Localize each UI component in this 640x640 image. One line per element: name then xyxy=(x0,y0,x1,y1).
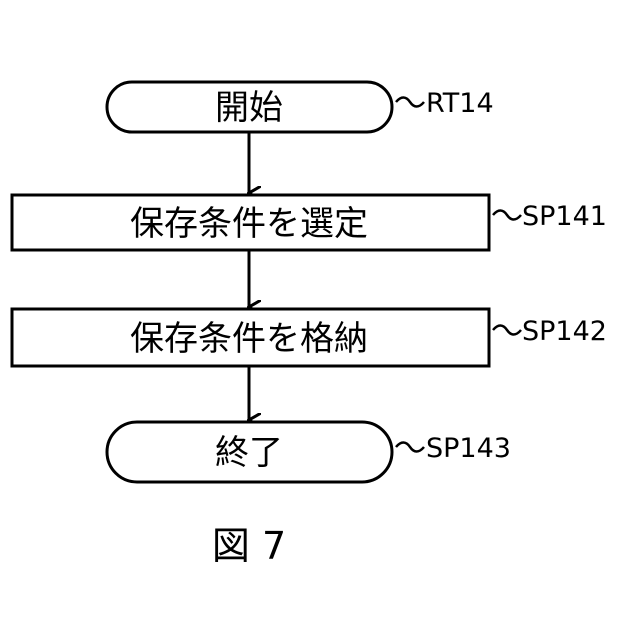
select-ref-label: SP141 xyxy=(522,201,607,232)
store-node: 保存条件を格納 SP142 xyxy=(12,309,607,366)
select-label: 保存条件を選定 xyxy=(130,204,368,244)
select-node: 保存条件を選定 SP141 xyxy=(12,195,607,250)
store-label: 保存条件を格納 xyxy=(130,319,368,359)
start-ref-leader xyxy=(396,98,424,107)
start-ref-label: RT14 xyxy=(426,88,494,119)
end-ref-leader xyxy=(396,443,424,452)
end-ref-label: SP143 xyxy=(426,433,511,464)
figure-caption: 図 7 xyxy=(212,524,286,568)
start-node: 開始 RT14 xyxy=(107,82,494,132)
end-label: 終了 xyxy=(215,433,283,473)
store-ref-leader xyxy=(493,326,521,335)
start-label: 開始 xyxy=(215,88,283,128)
end-node: 終了 SP143 xyxy=(107,422,511,482)
store-ref-label: SP142 xyxy=(522,316,607,347)
select-ref-leader xyxy=(493,211,521,220)
